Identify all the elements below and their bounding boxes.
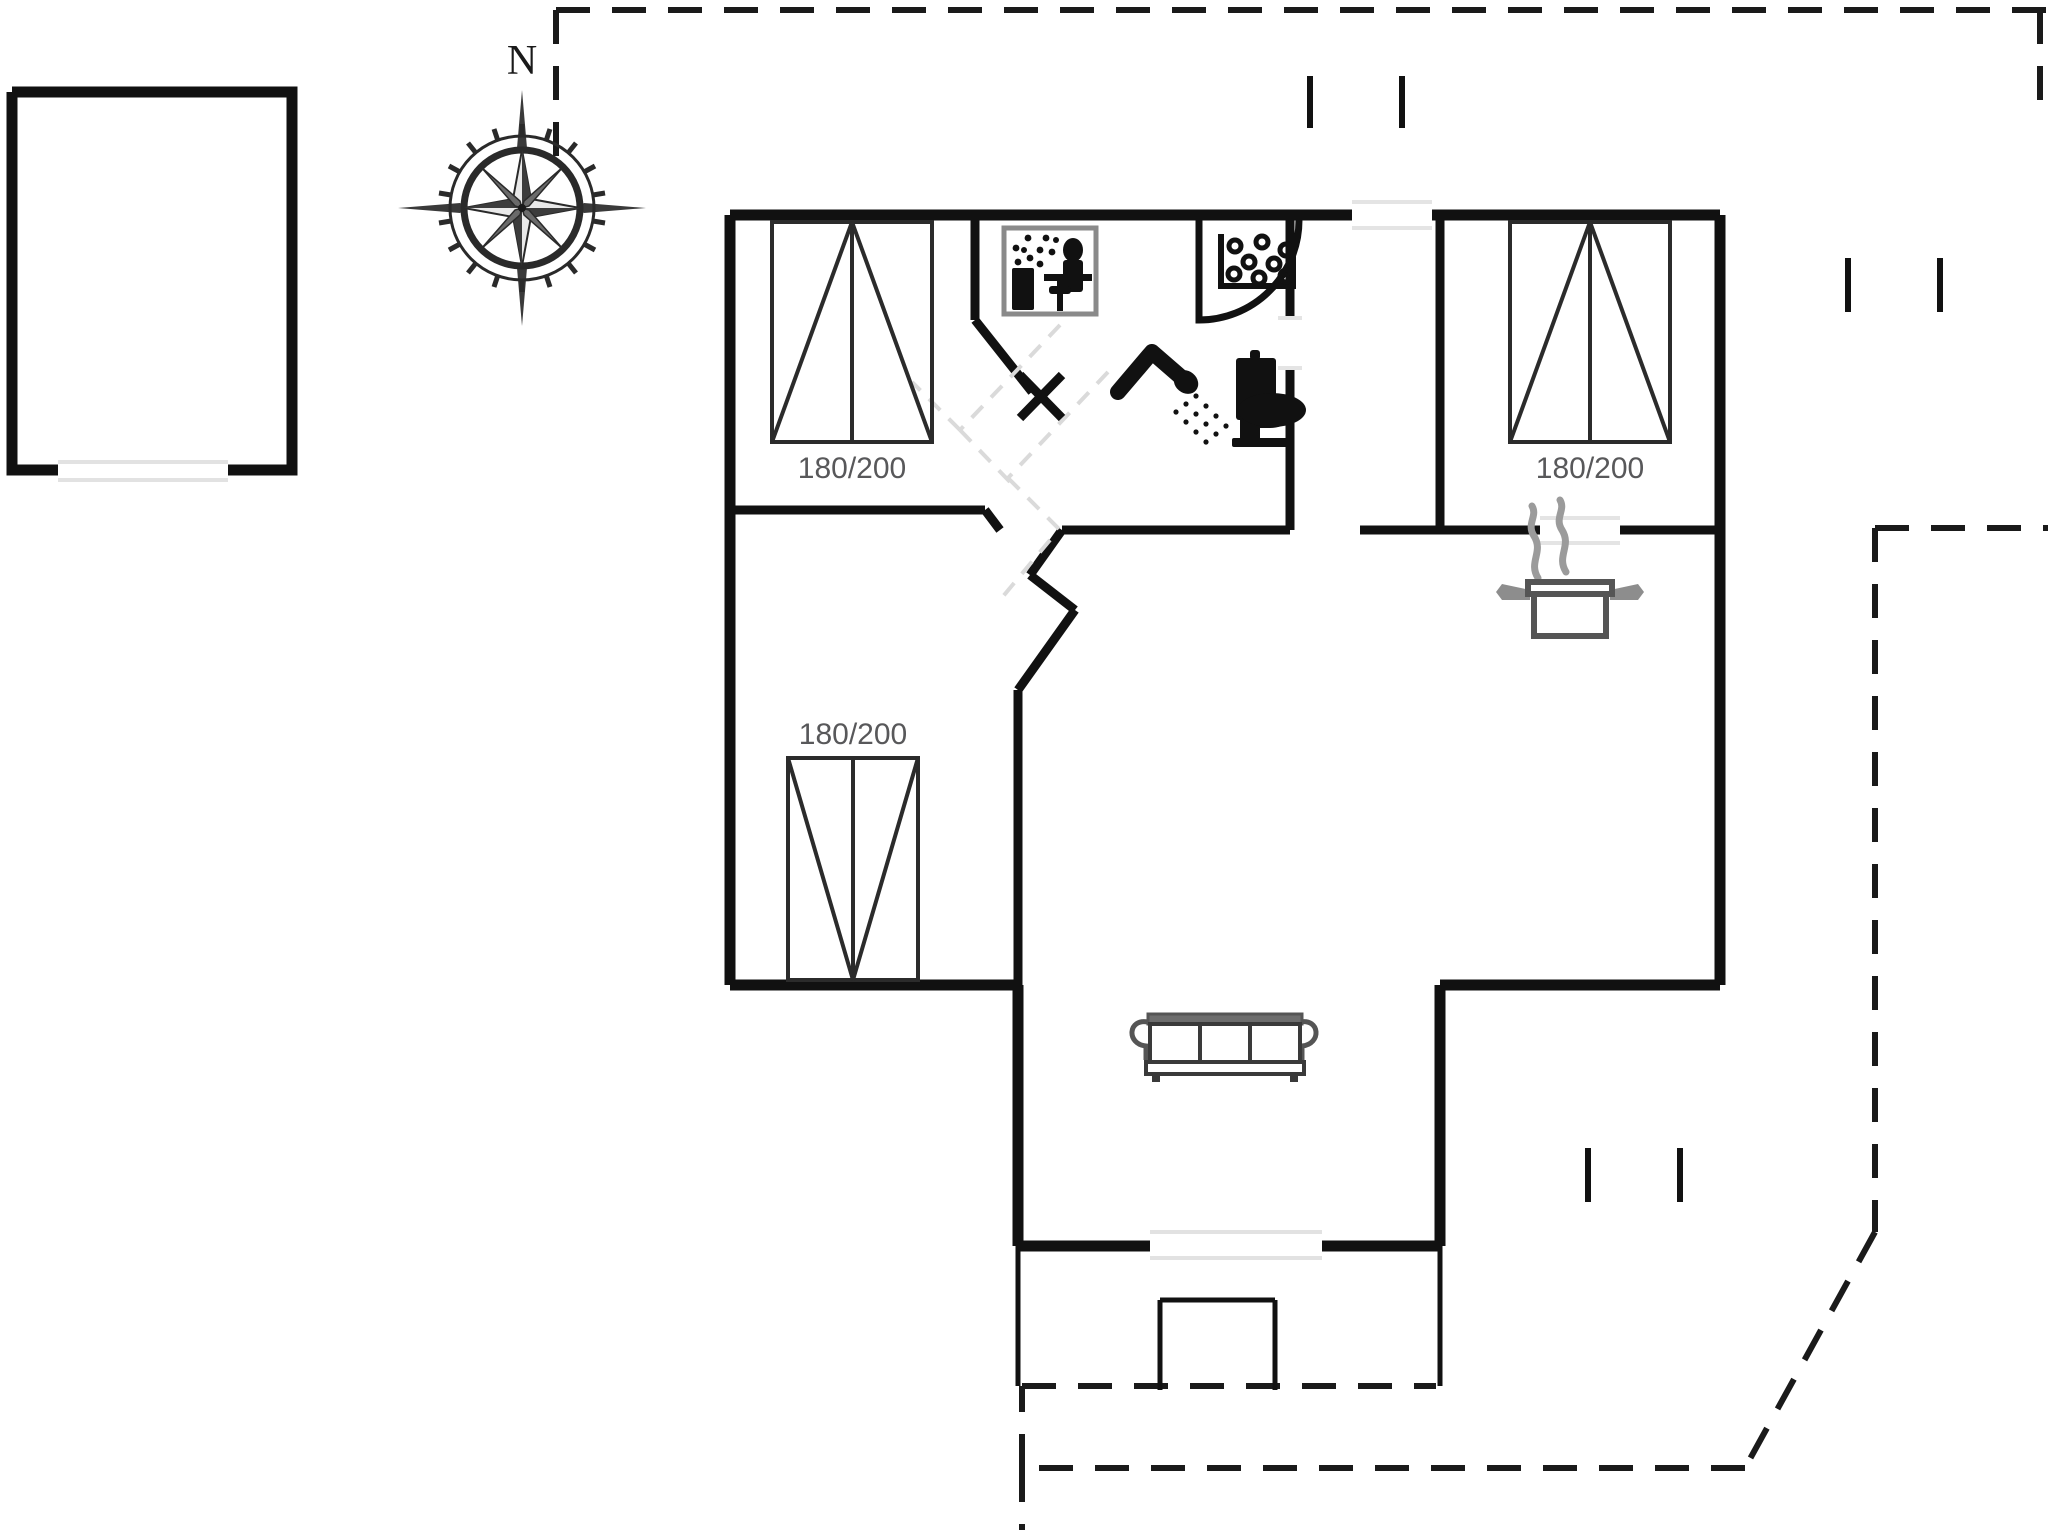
entrance-porch <box>1015 1246 1443 1386</box>
terrace-posts <box>1307 76 1943 1202</box>
toilet-icon <box>1232 350 1306 447</box>
bed-label-north-west: 180/200 <box>798 452 906 485</box>
entrance-step <box>1157 1297 1278 1390</box>
cooking-pot-icon <box>1496 496 1644 639</box>
plot-boundary <box>553 7 2048 1530</box>
entrance-threshold <box>1150 1230 1322 1260</box>
north-arrow <box>398 90 646 326</box>
door-openings <box>1278 200 1620 545</box>
bed-label-north-east: 180/200 <box>1536 452 1644 485</box>
north-label: N <box>507 38 537 84</box>
sauna-icon <box>1001 225 1099 317</box>
interior-walls <box>730 215 1720 985</box>
bed-west <box>786 756 920 982</box>
shed-door-opening <box>58 460 228 482</box>
corridor-guides <box>910 323 1110 602</box>
house-exterior-walls <box>724 209 1726 1252</box>
shower-icon <box>1110 344 1229 445</box>
sofa-icon <box>1129 1012 1319 1082</box>
whirlpool-tub-icon <box>1195 219 1303 324</box>
bed-north-east <box>1508 220 1672 444</box>
shed <box>6 86 298 482</box>
bed-label-west: 180/200 <box>799 718 907 751</box>
bed-north-west <box>770 220 934 444</box>
door-marker-x <box>1016 371 1066 422</box>
